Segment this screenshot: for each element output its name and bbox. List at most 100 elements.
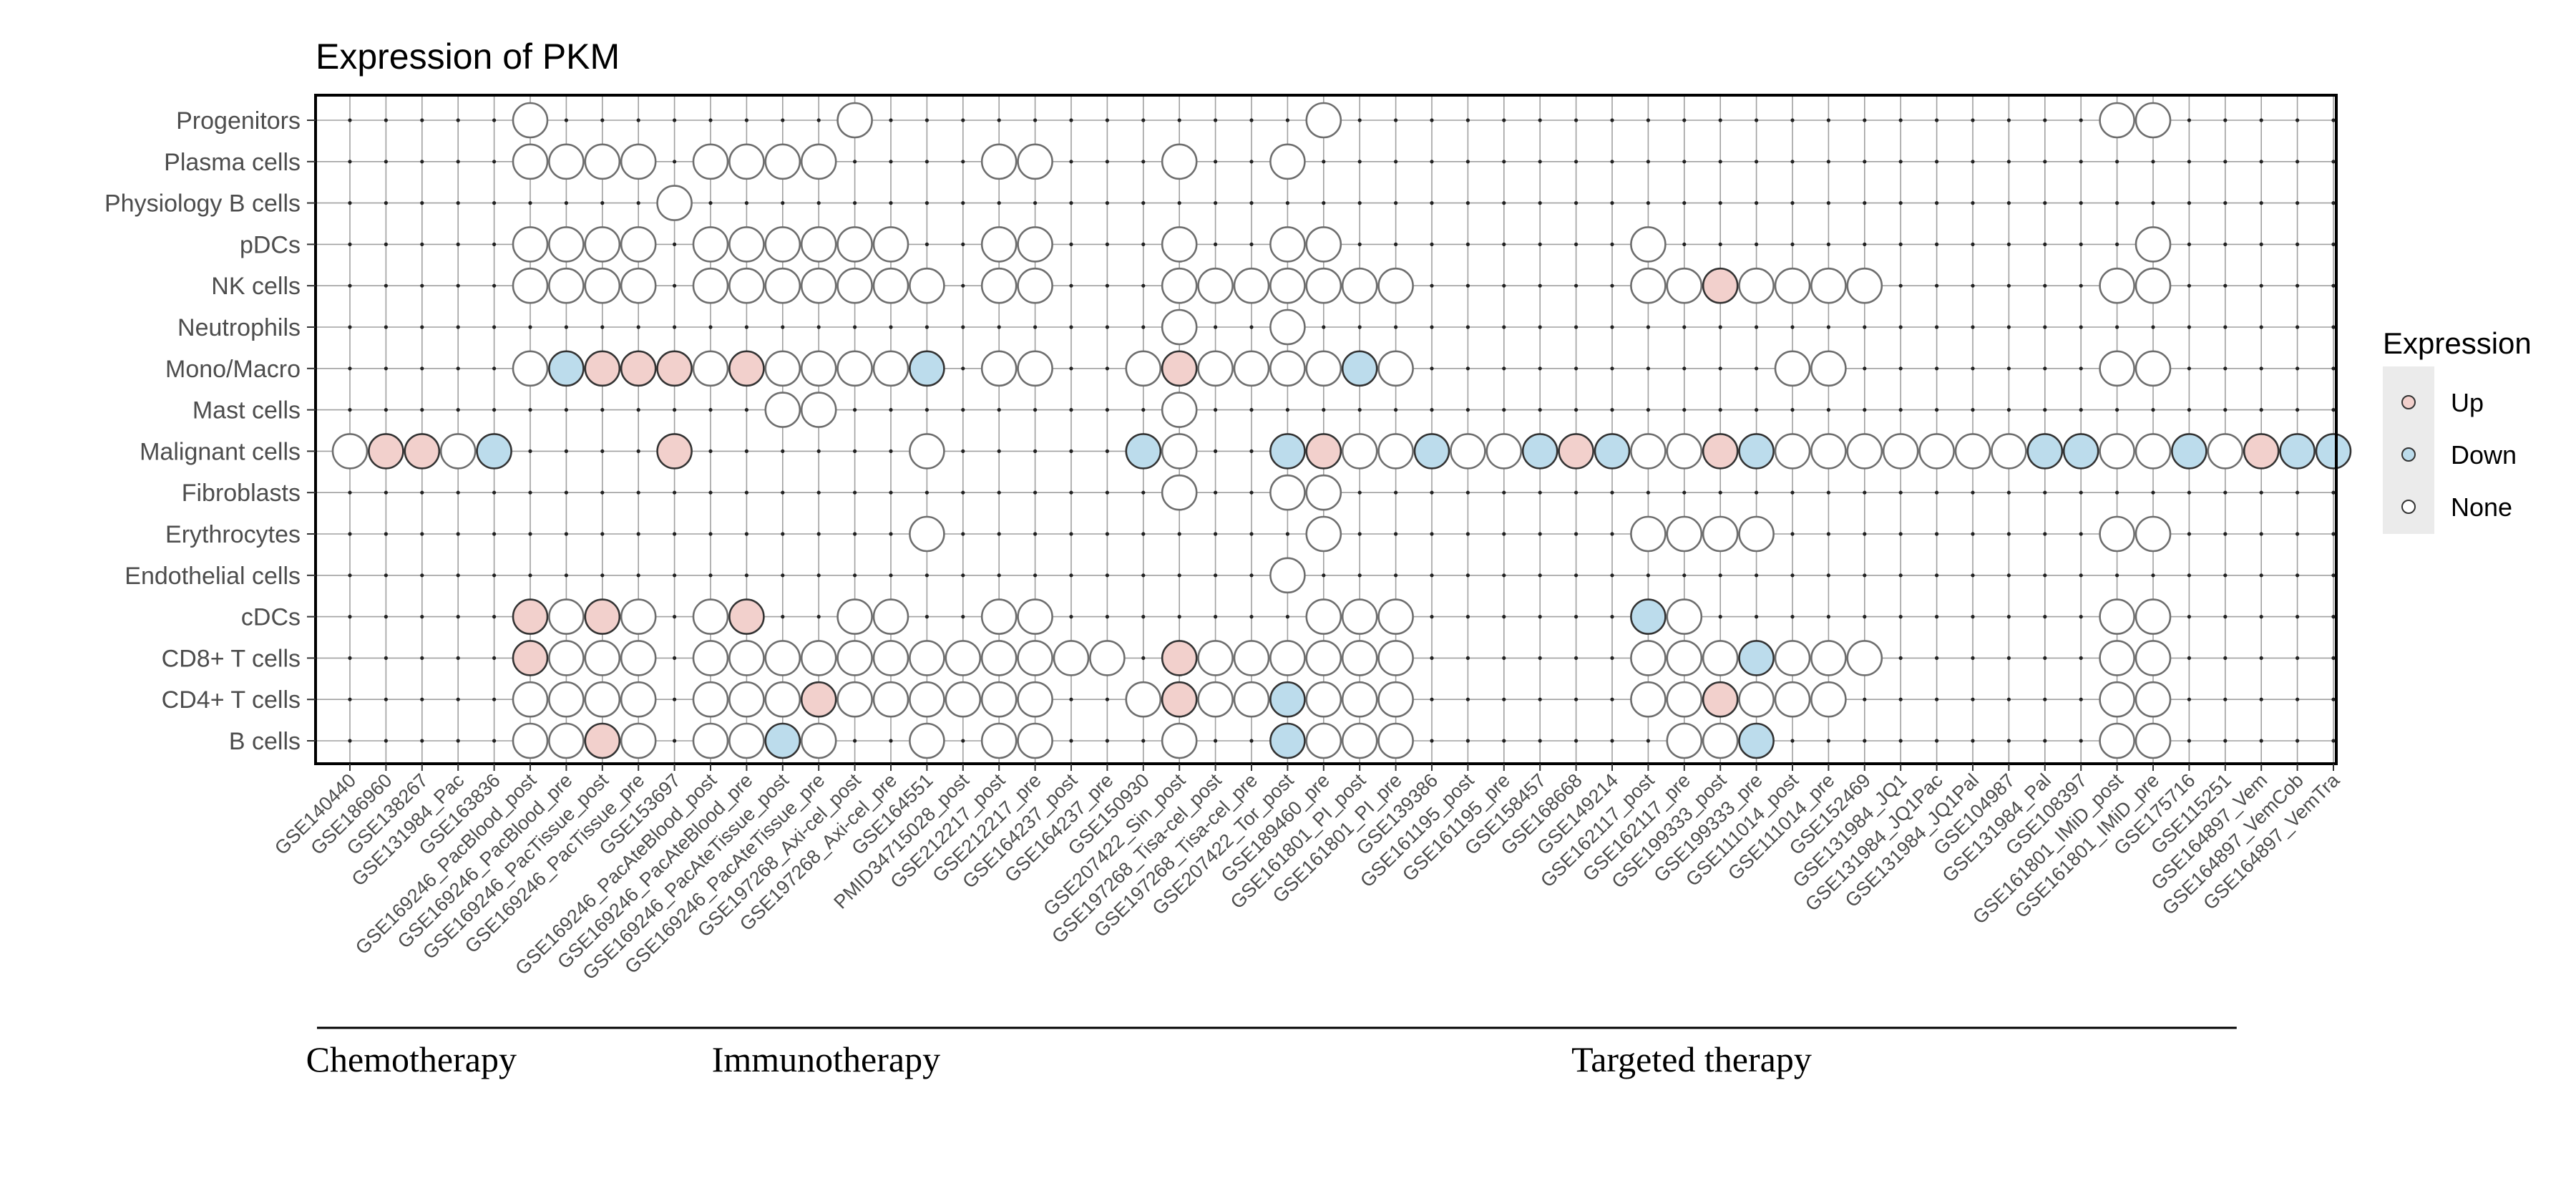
expression-point-none <box>1377 433 1414 470</box>
grid-dot <box>1249 118 1254 122</box>
expression-point-none <box>1305 350 1342 387</box>
expression-point-none <box>872 681 909 718</box>
grid-dot <box>1646 408 1650 412</box>
grid-dot <box>2223 656 2228 661</box>
grid-dot <box>1574 697 1579 701</box>
grid-dot <box>1682 160 1687 164</box>
legend-label: Up <box>2451 388 2484 417</box>
grid-dot <box>384 656 389 661</box>
grid-dot <box>1141 573 1146 578</box>
expression-point-none <box>548 640 585 676</box>
expression-point-none <box>1630 267 1667 304</box>
grid-dot <box>1863 118 1867 122</box>
grid-dot <box>2331 366 2336 371</box>
grid-dot <box>1538 490 1542 495</box>
grid-dot <box>1863 739 1867 743</box>
grid-dot <box>1755 118 1759 122</box>
expression-point-none <box>548 598 585 635</box>
grid-dot <box>1574 283 1579 288</box>
expression-point-up <box>512 598 549 635</box>
grid-dot <box>2043 242 2047 246</box>
expression-point-down <box>2062 433 2099 470</box>
expression-point-none <box>728 681 765 718</box>
grid-dot <box>1935 118 1939 122</box>
grid-dot <box>636 532 640 536</box>
expression-point-none <box>1233 267 1270 304</box>
grid-dot <box>2079 160 2083 164</box>
expression-point-none <box>764 681 801 718</box>
expression-point-none <box>584 267 621 304</box>
grid-dot <box>1069 325 1073 329</box>
expression-point-none <box>2099 722 2135 759</box>
grid-dot <box>1574 490 1579 495</box>
expression-point-none <box>584 640 621 676</box>
expression-point-up <box>1702 267 1739 304</box>
expression-point-none <box>512 226 549 263</box>
expression-point-none <box>1377 640 1414 676</box>
grid-dot <box>1033 532 1038 536</box>
expression-point-none <box>1918 433 1955 470</box>
grid-dot <box>456 283 460 288</box>
grid-dot <box>1574 118 1579 122</box>
grid-dot <box>1790 118 1795 122</box>
grid-dot <box>384 739 389 743</box>
grid-dot <box>1790 490 1795 495</box>
expression-point-none <box>2099 433 2135 470</box>
grid-dot <box>2259 118 2263 122</box>
grid-dot <box>1357 408 1362 412</box>
grid-dot <box>1971 242 1975 246</box>
grid-dot <box>1069 697 1073 701</box>
grid-dot <box>997 408 1001 412</box>
grid-dot <box>2296 325 2300 329</box>
expression-point-none <box>548 722 585 759</box>
grid-dot <box>2259 366 2263 371</box>
grid-dot <box>492 739 497 743</box>
expression-point-none <box>1017 226 1053 263</box>
grid-dot <box>889 532 893 536</box>
expression-point-none <box>2135 267 2172 304</box>
expression-point-none <box>1377 350 1414 387</box>
grid-dot <box>1357 160 1362 164</box>
expression-point-up <box>584 350 621 387</box>
expression-point-none <box>980 226 1018 263</box>
grid-dot <box>1971 201 1975 205</box>
expression-point-none <box>1233 640 1270 676</box>
grid-dot <box>1898 573 1903 578</box>
grid-dot <box>1465 325 1470 329</box>
expression-point-none <box>980 598 1018 635</box>
grid-dot <box>1249 201 1254 205</box>
grid-dot <box>1502 118 1506 122</box>
grid-dot <box>924 160 929 164</box>
grid-dot <box>1105 490 1109 495</box>
expression-point-none <box>1882 433 1919 470</box>
grid-dot <box>600 201 605 205</box>
grid-dot <box>2043 283 2047 288</box>
grid-dot <box>1826 739 1830 743</box>
grid-dot <box>1357 490 1362 495</box>
grid-dot <box>1755 366 1759 371</box>
grid-dot <box>1357 201 1362 205</box>
grid-dot <box>600 325 605 329</box>
expression-point-none <box>692 267 729 304</box>
grid-dot <box>1394 490 1398 495</box>
grid-dot <box>1249 449 1254 454</box>
grid-dot <box>1249 490 1254 495</box>
expression-point-none <box>909 267 945 304</box>
grid-dot <box>2079 325 2083 329</box>
grid-dot <box>2187 408 2191 412</box>
grid-dot <box>420 283 424 288</box>
grid-dot <box>2296 490 2300 495</box>
grid-dot <box>961 160 965 164</box>
grid-dot <box>492 201 497 205</box>
grid-dot <box>1394 201 1398 205</box>
grid-dot <box>348 490 352 495</box>
expression-point-none <box>1702 515 1739 553</box>
grid-dot <box>1682 201 1687 205</box>
grid-dot <box>384 366 389 371</box>
grid-dot <box>1285 532 1289 536</box>
legend-key-down <box>2401 447 2416 462</box>
grid-dot <box>889 325 893 329</box>
grid-dot <box>1863 160 1867 164</box>
grid-dot <box>2079 615 2083 619</box>
expression-point-none <box>512 722 549 759</box>
